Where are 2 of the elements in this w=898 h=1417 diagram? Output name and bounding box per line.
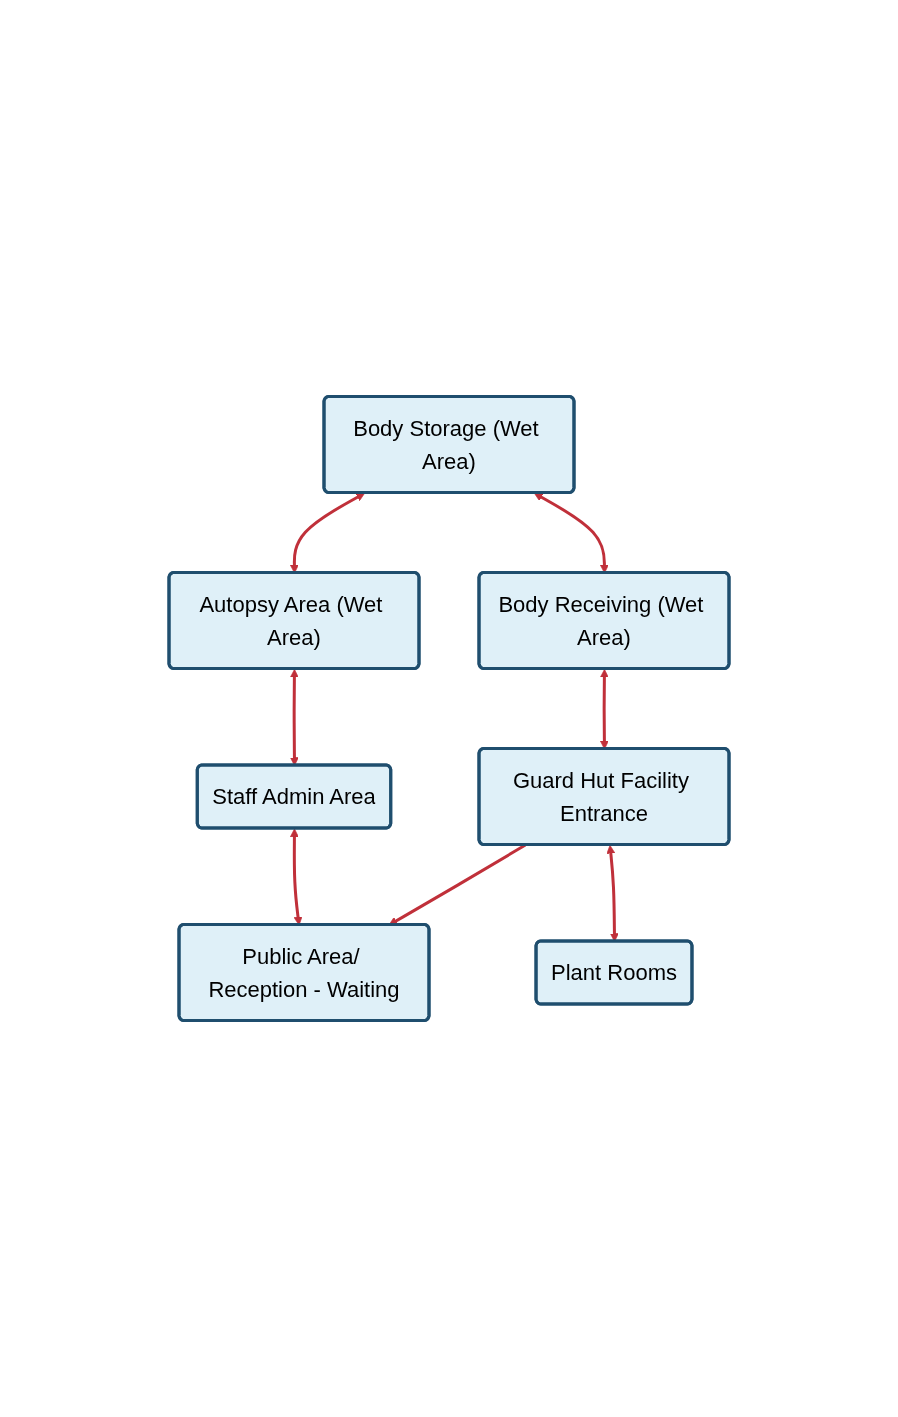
arrow xyxy=(290,669,299,766)
arrow xyxy=(606,845,619,942)
